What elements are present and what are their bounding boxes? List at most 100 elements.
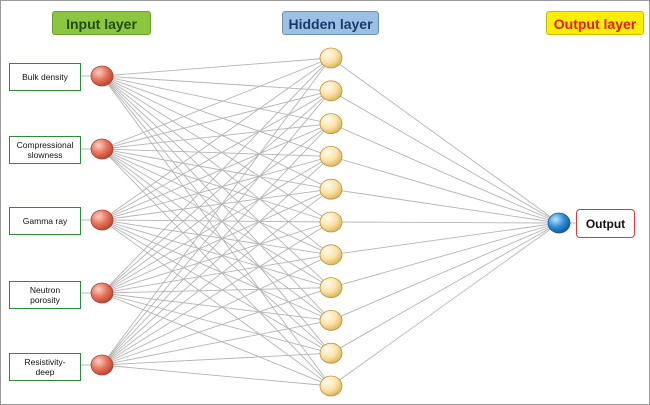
input-feature-label-2: deep	[35, 367, 55, 377]
input-layer-header: Input layer	[52, 11, 151, 35]
input-hidden-connection	[101, 75, 332, 256]
hidden-output-connection	[330, 57, 560, 224]
hidden-output-connection	[330, 222, 560, 289]
input-feature-box: Resistivity-deep	[9, 353, 81, 381]
hidden-neuron	[319, 145, 343, 167]
hidden-output-connection	[330, 155, 560, 224]
hidden-output-connection	[330, 188, 560, 224]
input-hidden-connection	[101, 292, 332, 354]
input-hidden-connection	[101, 75, 332, 321]
input-feature-label-2: slowness	[27, 150, 63, 160]
hidden-output-connection	[330, 90, 560, 224]
input-hidden-connection	[101, 75, 332, 288]
hidden-output-connection	[330, 221, 560, 224]
input-hidden-connection	[101, 75, 332, 92]
hidden-layer-header: Hidden layer	[282, 11, 379, 35]
hidden-output-connection	[330, 222, 560, 354]
input-hidden-connection	[101, 352, 332, 366]
input-hidden-connection	[101, 90, 332, 221]
input-hidden-connection	[101, 188, 332, 294]
input-hidden-connection	[101, 148, 332, 223]
input-hidden-connection	[101, 57, 332, 294]
input-hidden-connection	[101, 219, 332, 387]
input-hidden-connection	[101, 148, 332, 157]
hidden-neuron	[319, 375, 343, 397]
input-neuron	[90, 65, 114, 87]
input-hidden-connection	[101, 148, 332, 321]
hidden-neuron	[319, 80, 343, 102]
input-hidden-connection	[101, 221, 332, 294]
input-hidden-connection	[101, 75, 332, 190]
input-hidden-connection	[101, 75, 332, 125]
input-hidden-connection	[101, 287, 332, 366]
input-hidden-connection	[101, 148, 332, 354]
hidden-output-connection	[330, 222, 560, 256]
connections	[81, 57, 576, 387]
input-hidden-connection	[101, 219, 332, 256]
input-hidden-connection	[101, 90, 332, 294]
input-hidden-connection	[101, 90, 332, 366]
input-hidden-connection	[101, 188, 332, 221]
input-hidden-connection	[101, 148, 332, 190]
input-neuron	[90, 282, 114, 304]
input-hidden-connection	[101, 90, 332, 150]
input-hidden-connection	[101, 57, 332, 77]
hidden-neuron	[319, 309, 343, 331]
input-hidden-connection	[101, 57, 332, 366]
input-hidden-connection	[101, 57, 332, 221]
output-label-box: Output	[576, 209, 635, 238]
input-hidden-connection	[101, 123, 332, 366]
hidden-output-connection	[330, 123, 560, 224]
input-hidden-connection	[101, 188, 332, 366]
input-feature-label: Resistivity-	[24, 357, 66, 367]
hidden-output-connection	[330, 222, 560, 387]
input-feature-label: Gamma ray	[22, 216, 68, 226]
neurons	[90, 47, 571, 397]
input-neuron	[90, 354, 114, 376]
input-hidden-connection	[101, 219, 332, 321]
input-feature-label: Bulk density	[22, 72, 68, 82]
input-hidden-connection	[101, 148, 332, 288]
input-hidden-connection	[101, 219, 332, 223]
input-hidden-connection	[101, 148, 332, 256]
input-hidden-connection	[101, 292, 332, 387]
input-hidden-connection	[101, 123, 332, 294]
input-hidden-connection	[101, 364, 332, 387]
input-hidden-connection	[101, 155, 332, 221]
input-hidden-connection	[101, 219, 332, 289]
input-hidden-connection	[101, 292, 332, 321]
input-hidden-connection	[101, 75, 332, 387]
output-layer-header: Output layer	[546, 11, 644, 35]
input-hidden-connection	[101, 254, 332, 366]
input-hidden-connection	[101, 75, 332, 157]
input-hidden-connection	[101, 75, 332, 223]
hidden-neuron	[319, 211, 343, 233]
input-hidden-connection	[101, 319, 332, 366]
hidden-neuron	[319, 277, 343, 299]
input-hidden-connection	[101, 156, 332, 366]
hidden-neuron	[319, 178, 343, 200]
input-neuron	[90, 138, 114, 160]
hidden-neuron	[319, 47, 343, 69]
input-hidden-connection	[101, 156, 332, 294]
input-hidden-connection	[101, 148, 332, 387]
input-hidden-connection	[101, 221, 332, 366]
input-hidden-connection	[101, 123, 332, 150]
output-neuron	[547, 212, 571, 234]
hidden-output-connection	[330, 222, 560, 321]
input-feature-box: Gamma ray	[9, 207, 81, 235]
input-feature-label: Neutron	[29, 285, 61, 295]
hidden-neuron	[319, 113, 343, 134]
input-hidden-connection	[101, 123, 332, 221]
hidden-neuron	[319, 244, 343, 266]
input-hidden-connection	[101, 219, 332, 354]
input-feature-box: Bulk density	[9, 63, 81, 91]
input-feature-label: Compressional	[16, 140, 74, 150]
input-neuron	[90, 209, 114, 231]
hidden-neuron	[319, 342, 343, 364]
input-hidden-connection	[101, 287, 332, 294]
